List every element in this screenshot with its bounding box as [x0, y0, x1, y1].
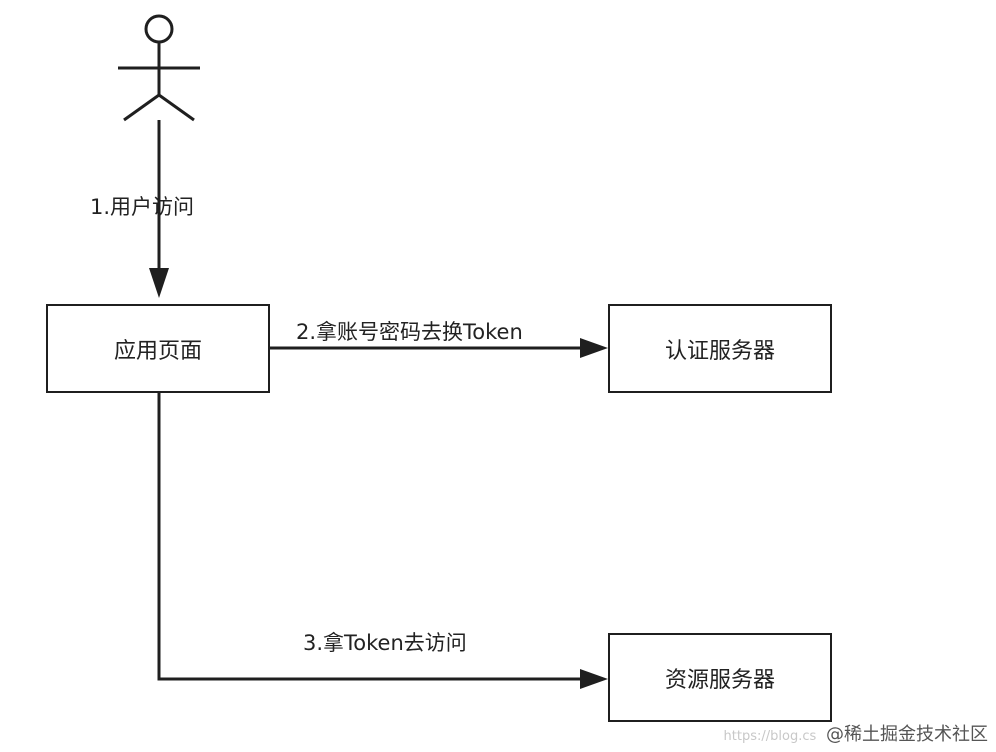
watermark: https://blog.cs @稀土掘金技术社区 [724, 720, 988, 746]
edge-label-access-with-token: 3.拿Token去访问 [303, 631, 467, 655]
watermark-url: https://blog.cs [723, 729, 817, 744]
resource-server-label: 资源服务器 [664, 667, 775, 693]
resource-server-node: 资源服务器 [608, 633, 832, 722]
auth-server-label: 认证服务器 [664, 338, 775, 364]
edge-label-exchange-token: 2.拿账号密码去换Token [296, 320, 523, 344]
arrow-user-to-app [149, 120, 169, 298]
arrow-app-to-auth [270, 338, 608, 358]
app-page-label: 应用页面 [113, 338, 202, 364]
watermark-text: @稀土掘金技术社区 [826, 724, 988, 745]
app-page-node: 应用页面 [46, 304, 270, 393]
arrow-app-to-resource [157, 393, 608, 689]
auth-server-node: 认证服务器 [608, 304, 832, 393]
edge-label-user-access: 1.用户访问 [90, 195, 195, 219]
user-actor-icon [118, 14, 200, 122]
